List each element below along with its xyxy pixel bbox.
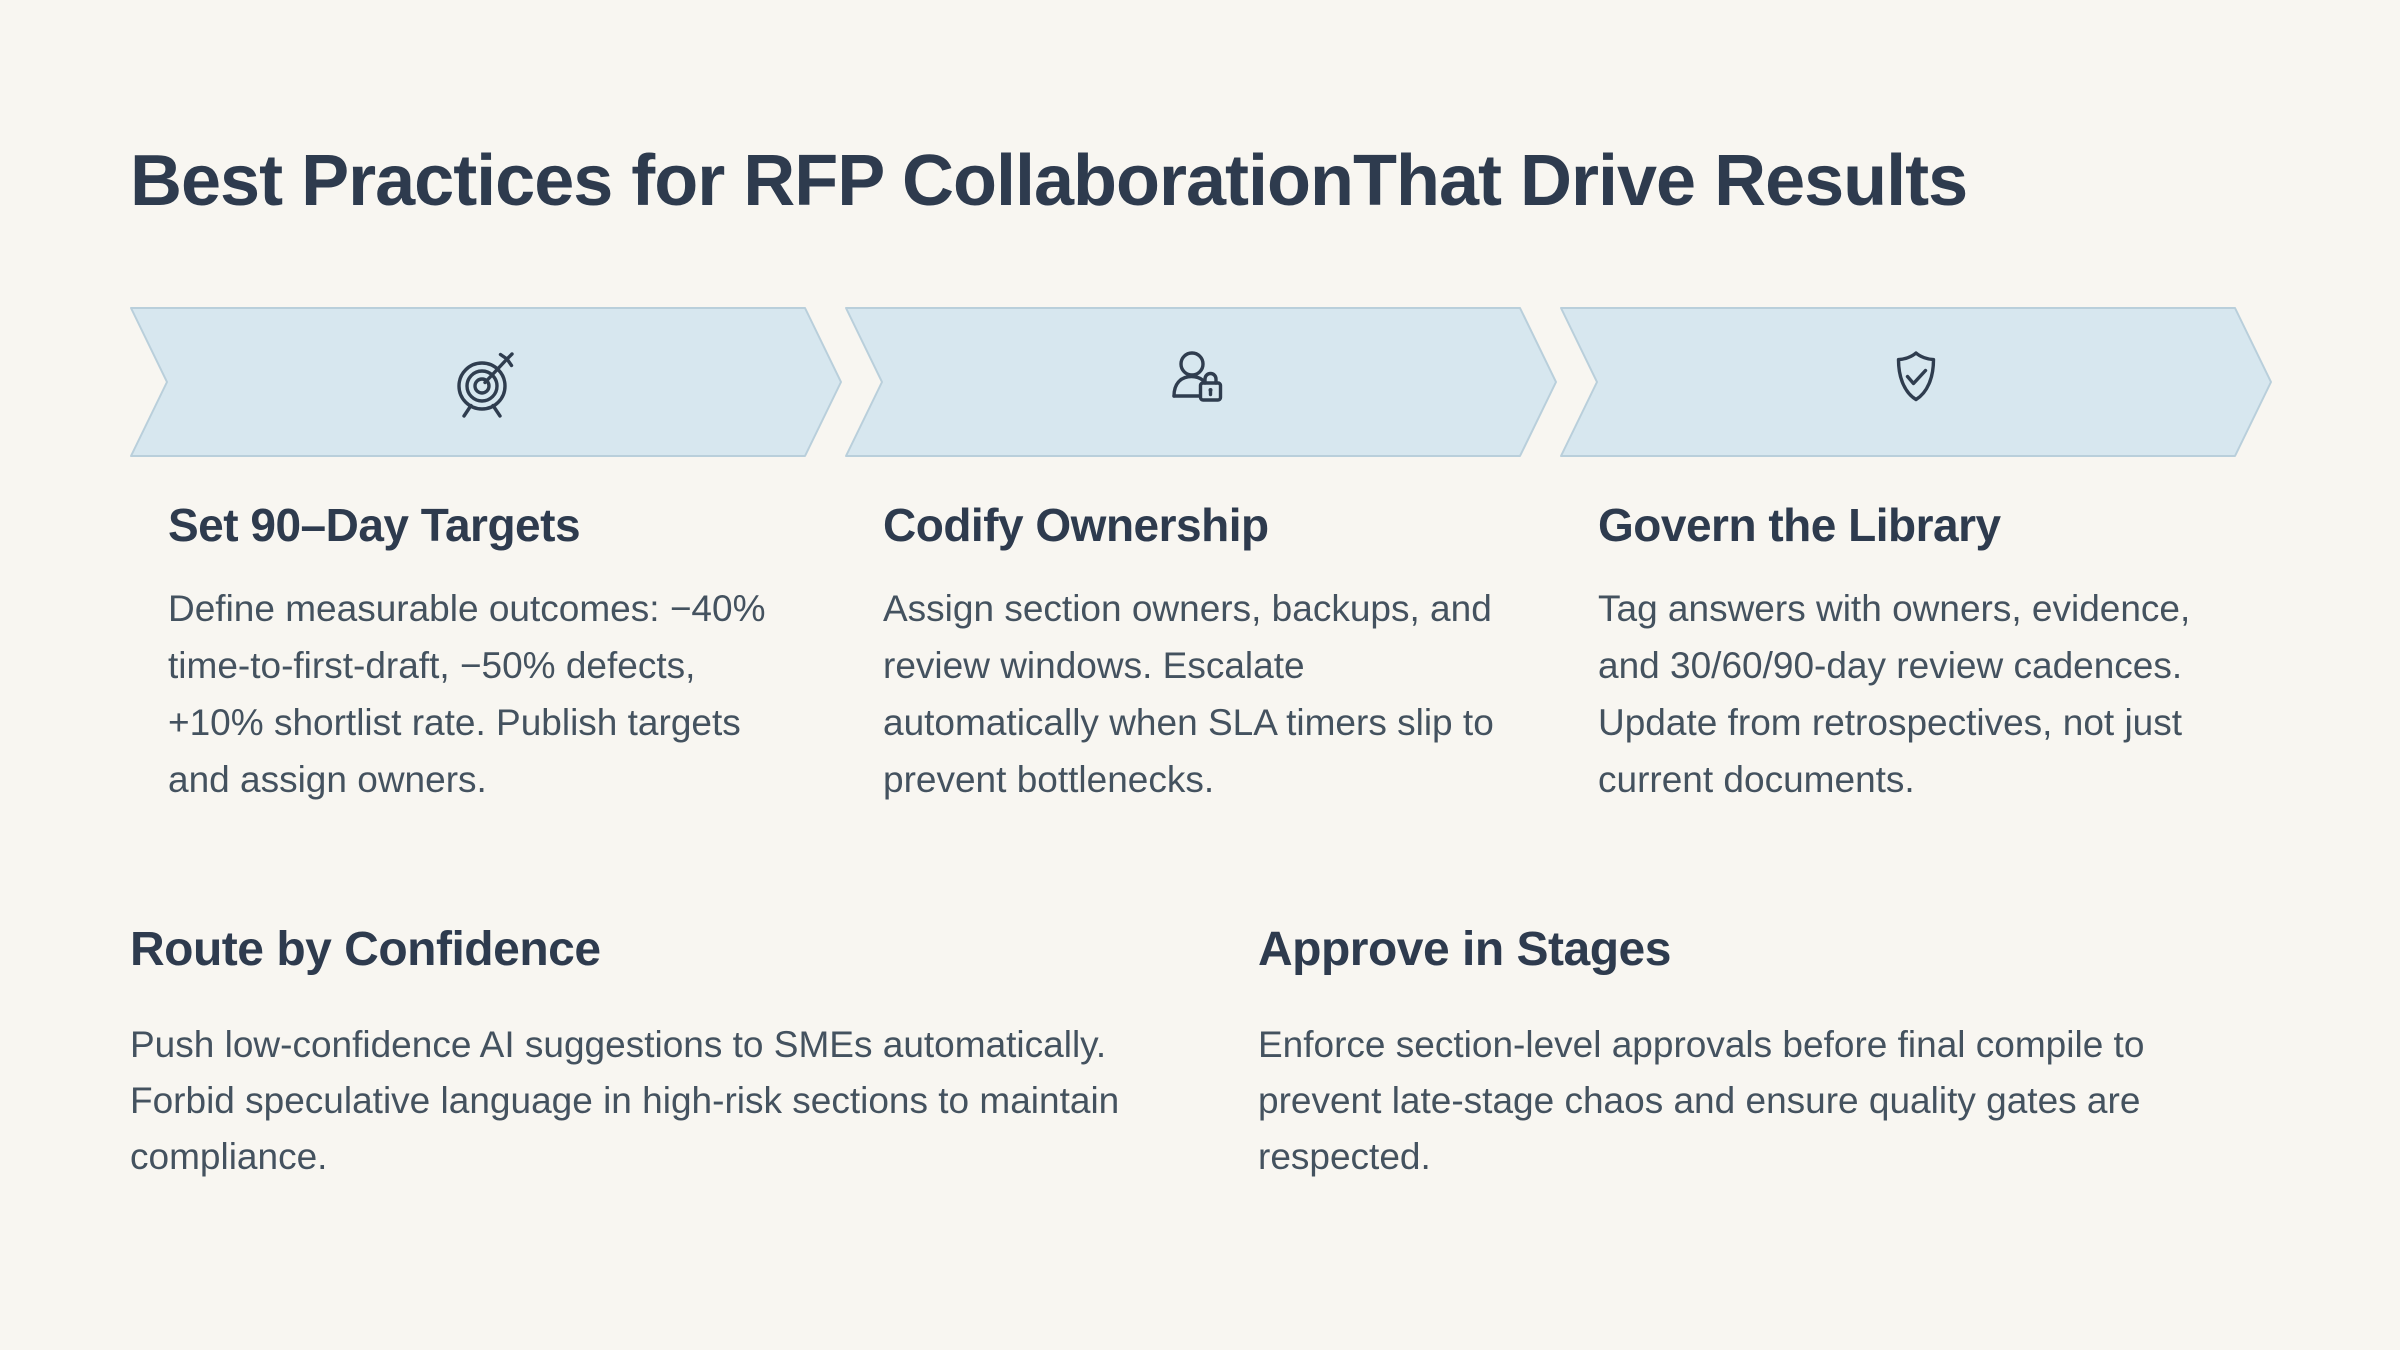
practice-heading: Approve in Stages: [1258, 923, 1671, 976]
practices-row: Route by Confidence Push low-confidence …: [130, 922, 2318, 1185]
step-banner-1: [130, 307, 842, 457]
step-banner-2: [845, 307, 1557, 457]
practice-approve-in-stages: Approve in Stages Enforce section-level …: [1258, 922, 2318, 1185]
step-body: Assign section owners, backups, and revi…: [883, 588, 1494, 800]
step-banner-row: [130, 307, 2272, 457]
practice-body: Push low-confidence AI suggestions to SM…: [130, 1024, 1120, 1177]
step-body: Tag answers with owners, evidence, and 3…: [1598, 588, 2191, 800]
step-heading: Set 90–Day Targets: [168, 499, 581, 551]
page-title: Best Practices for RFP CollaborationThat…: [130, 141, 1968, 221]
step-banner-3: [1560, 307, 2272, 457]
practice-heading: Route by Confidence: [130, 923, 601, 976]
target-icon: [457, 352, 514, 418]
practice-body: Enforce section-level approvals before f…: [1258, 1024, 2145, 1177]
step-detail-3: Govern the Library Tag answers with owne…: [1560, 498, 2272, 808]
practice-route-by-confidence: Route by Confidence Push low-confidence …: [130, 922, 1258, 1185]
step-detail-1: Set 90–Day Targets Define measurable out…: [130, 498, 842, 808]
step-heading: Codify Ownership: [883, 499, 1269, 551]
user-lock-icon: [1172, 351, 1223, 402]
step-heading: Govern the Library: [1598, 499, 2001, 551]
shield-check-icon: [1896, 351, 1936, 402]
step-details-row: Set 90–Day Targets Define measurable out…: [130, 498, 2272, 808]
step-detail-2: Codify Ownership Assign section owners, …: [845, 498, 1557, 808]
step-body: Define measurable outcomes: −40% time-to…: [168, 588, 766, 800]
